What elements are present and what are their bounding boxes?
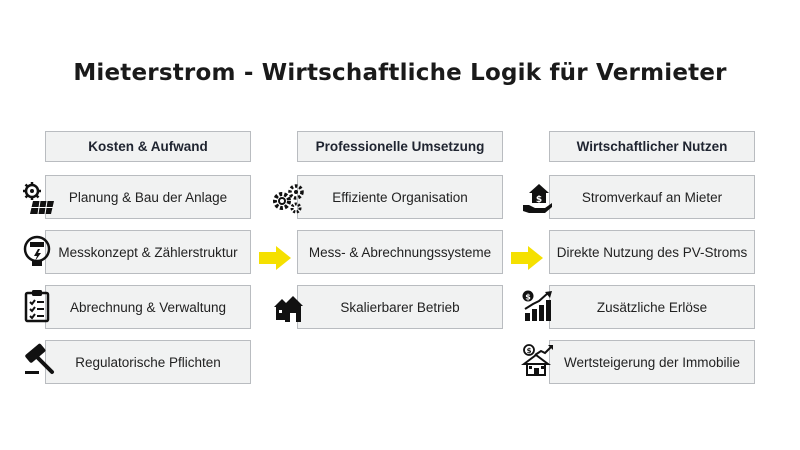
house-value-growth-icon: $ [521,343,555,377]
column-header-kosten: Kosten & Aufwand [45,131,251,162]
box-direkte-nutzung: Direkte Nutzung des PV-Stroms [549,230,755,274]
gavel-icon [22,342,56,376]
box-mess-abrechnungssysteme: Mess- & Abrechnungssysteme [297,230,503,274]
box-abrechnung: Abrechnung & Verwaltung [45,285,251,329]
box-wertsteigerung: Wertsteigerung der Immobilie [549,340,755,384]
box-effiziente-organisation: Effiziente Organisation [297,175,503,219]
box-stromverkauf: Stromverkauf an Mieter [549,175,755,219]
box-zusaetzliche-erloese: Zusätzliche Erlöse [549,285,755,329]
box-skalierbarer-betrieb: Skalierbarer Betrieb [297,285,503,329]
box-planung: Planung & Bau der Anlage [45,175,251,219]
svg-text:$: $ [536,195,542,205]
solar-panel-gear-icon [21,181,55,215]
svg-text:$: $ [525,293,531,302]
electric-meter-icon [22,234,56,268]
houses-icon [271,291,305,325]
svg-text:$: $ [527,347,532,355]
house-in-hand-icon: $ [521,181,555,215]
gears-icon [271,181,305,215]
clipboard-checklist-icon [21,289,55,323]
page-title: Mieterstrom - Wirtschaftliche Logik für … [73,60,727,86]
arrow-right-icon [511,246,543,270]
column-header-umsetzung: Professionelle Umsetzung [297,131,503,162]
box-messkonzept: Messkonzept & Zählerstruktur [45,230,251,274]
money-growth-chart-icon: $ [521,289,555,323]
arrow-right-icon [259,246,291,270]
box-regulatorisch: Regulatorische Pflichten [45,340,251,384]
column-header-nutzen: Wirtschaftlicher Nutzen [549,131,755,162]
